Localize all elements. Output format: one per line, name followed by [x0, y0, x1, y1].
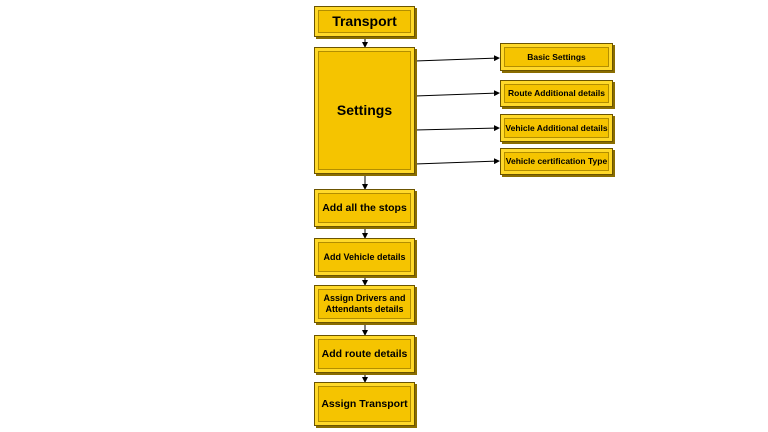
- arrow-settings-to-route-details: [414, 90, 500, 97]
- settings-basic-box: Basic Settings: [500, 43, 613, 71]
- step-add-route-details: Add route details: [314, 335, 415, 373]
- transport-box: Transport: [314, 6, 415, 37]
- step-add-vehicle-details: Add Vehicle details: [314, 238, 415, 276]
- arrow-settings-to-certification: [414, 158, 500, 165]
- arrow-settings-to-vehicle-details: [414, 125, 500, 132]
- settings-box: Settings: [314, 47, 415, 174]
- step-assign-drivers: Assign Drivers and Attendants details: [314, 285, 415, 323]
- settings-route-details-box: Route Additional details: [500, 80, 613, 107]
- arrow-settings-to-basic: [414, 55, 500, 62]
- step-assign-transport: Assign Transport: [314, 382, 415, 426]
- settings-certification-box: Vehicle certification Type: [500, 148, 613, 175]
- settings-vehicle-details-box: Vehicle Additional details: [500, 114, 613, 142]
- step-add-stops: Add all the stops: [314, 189, 415, 227]
